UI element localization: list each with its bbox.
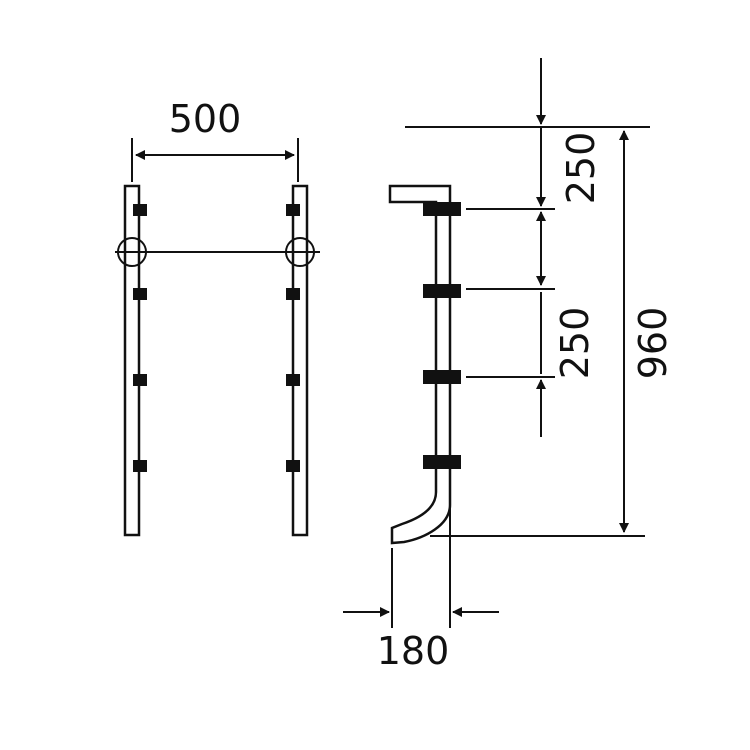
width-label: 500 <box>169 97 242 141</box>
left-step-bracket <box>133 460 147 472</box>
right-step-bracket <box>286 288 300 300</box>
side-view: 250 250 960 180 <box>343 58 675 673</box>
right-anchor-circle <box>285 237 315 267</box>
right-step-bracket <box>286 204 300 216</box>
height-dimension: 960 <box>619 130 675 533</box>
left-step-bracket <box>133 204 147 216</box>
left-anchor-circle <box>117 237 147 267</box>
step-spacing-top-label: 250 <box>559 132 603 205</box>
width-dimension: 500 <box>131 97 299 182</box>
side-step-block <box>423 202 461 216</box>
side-step-block <box>423 370 461 384</box>
step-spacing-mid-label: 250 <box>553 307 597 380</box>
front-view: 500 <box>115 97 320 537</box>
right-rail <box>291 184 309 537</box>
left-step-bracket <box>133 288 147 300</box>
left-rail <box>123 184 141 537</box>
side-rail-outline <box>388 184 452 545</box>
right-step-bracket <box>286 374 300 386</box>
depth-label: 180 <box>377 629 450 673</box>
height-label: 960 <box>631 307 675 380</box>
left-step-bracket <box>133 374 147 386</box>
step-spacing-mid-dimension: 250 <box>536 211 597 437</box>
side-step-block <box>423 455 461 469</box>
step-spacing-top-dimension: 250 <box>536 58 603 207</box>
right-step-bracket <box>286 460 300 472</box>
depth-dimension: 180 <box>343 500 499 673</box>
side-step-block <box>423 284 461 298</box>
